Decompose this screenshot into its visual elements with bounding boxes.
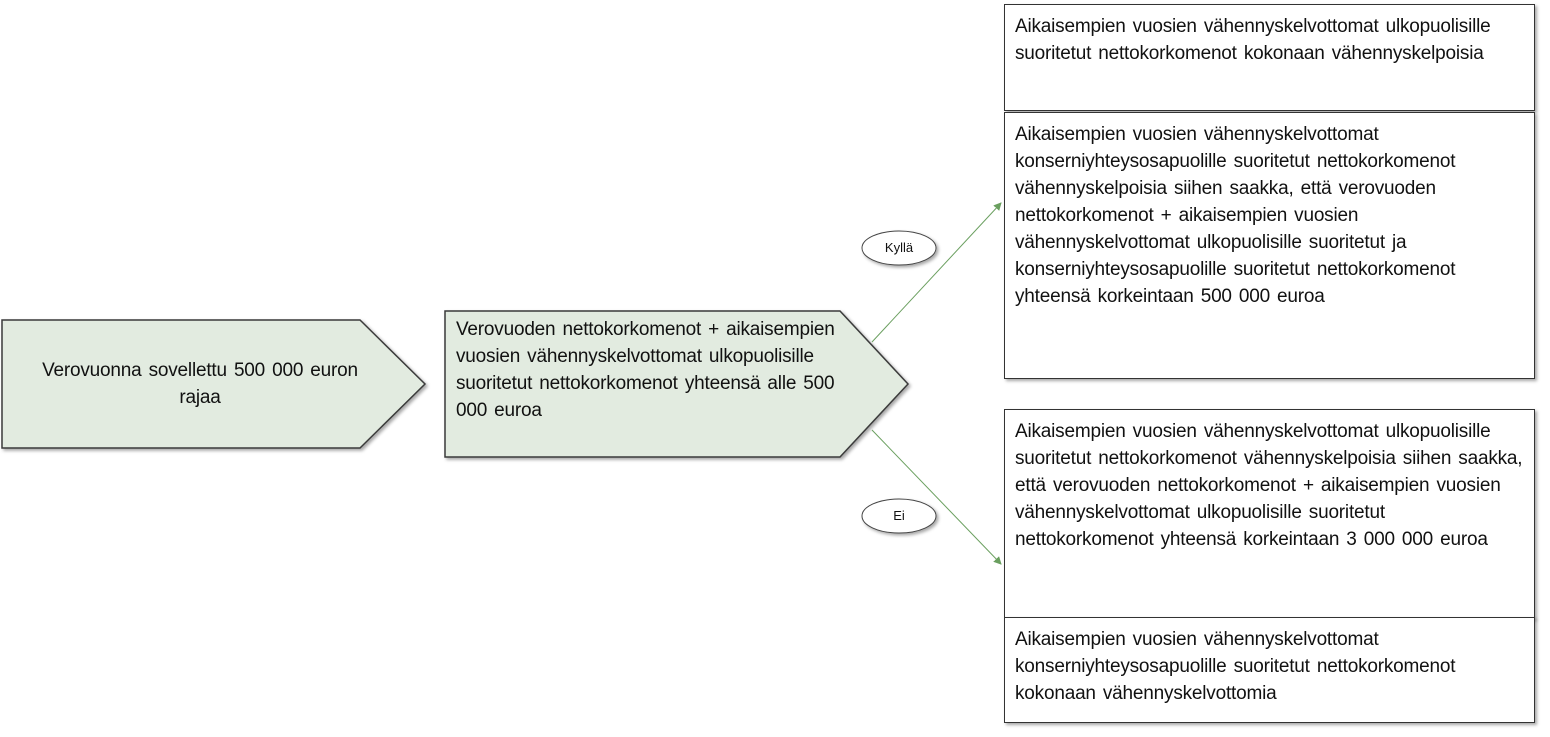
outcome-no-1: Aikaisempien vuosien vähennyskelvottomat…: [1004, 409, 1535, 619]
condition-chevron-shape: [444, 310, 910, 458]
no-arrow: [871, 429, 1002, 565]
outcome-yes-2: Aikaisempien vuosien vähennyskelvottomat…: [1004, 112, 1535, 379]
no-label: Ei: [893, 508, 905, 523]
outcome-no-2: Aikaisempien vuosien vähennyskelvottomat…: [1004, 617, 1535, 723]
condition-text: Verovuoden nettokorkomenot + aikaisempie…: [456, 319, 835, 421]
yes-label: Kyllä: [884, 240, 914, 255]
yes-arrow: [871, 202, 1002, 343]
start-chevron-shape: [1, 319, 427, 449]
no-label-ellipse: [861, 498, 937, 534]
start-text: Verovuonna sovellettu 500 000 euron raja…: [42, 360, 358, 408]
outcome-yes-1: Aikaisempien vuosien vähennyskelvottomat…: [1004, 4, 1535, 111]
yes-label-ellipse: [861, 230, 937, 266]
